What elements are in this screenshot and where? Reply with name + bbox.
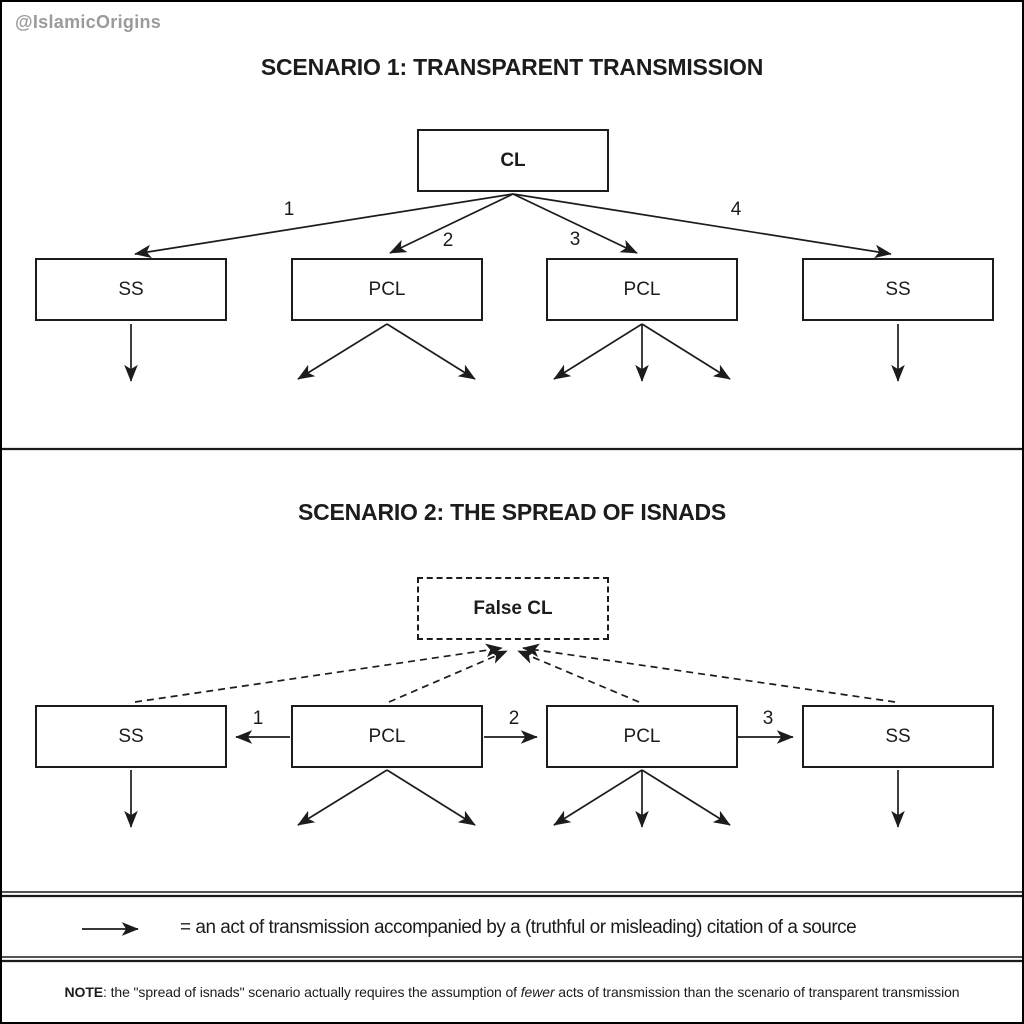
s2-pcl1-down-left-arrow (297, 769, 388, 826)
scenario1-ss2-label: SS (885, 278, 911, 300)
s1-pcl2-down-right-arrow (641, 323, 731, 380)
scenario2-pcl2-box: PCL (546, 705, 738, 768)
scenario1-ss2-box: SS (802, 258, 994, 321)
s1-pcl1-down-left-arrow (297, 323, 388, 380)
scenario2-ss2-label: SS (885, 725, 911, 747)
s2-dashed-arrow-ss1-to-falsecl (134, 643, 503, 703)
s1-pcl2-down-left-arrow (553, 323, 643, 380)
s1-arrow-4 (512, 193, 892, 259)
scenario1-ss1-box: SS (35, 258, 227, 321)
scenario2-pcl1-label: PCL (368, 725, 406, 747)
s2-pcl2-down-right-arrow (641, 769, 731, 826)
s2-pcl2-down-left-arrow (553, 769, 643, 826)
scenario1-cl-box: CL (417, 129, 609, 192)
watermark: @IslamicOrigins (15, 12, 162, 32)
s2-dashed-arrow-pcl1-to-falsecl (388, 650, 508, 703)
s1-arrow-1 (134, 193, 514, 259)
s1-arrow-label-3: 3 (569, 229, 581, 250)
s1-pcl1-down-right-arrow (386, 323, 476, 380)
scenario1-pcl1-box: PCL (291, 258, 483, 321)
scenario2-false-cl-box: False CL (417, 577, 609, 640)
s1-arrow-label-1: 1 (283, 199, 295, 220)
note-text: NOTE: the "spread of isnads" scenario ac… (12, 984, 1012, 1000)
s2-dashed-arrow-pcl2-to-falsecl (517, 650, 640, 703)
note-italic-word: fewer (520, 984, 555, 1000)
s1-arrow-label-4: 4 (730, 199, 742, 220)
scenario2-false-cl-label: False CL (473, 597, 553, 619)
scenario1-cl-label: CL (500, 149, 526, 171)
scenario1-title: SCENARIO 1: TRANSPARENT TRANSMISSION (260, 54, 764, 80)
s1-arrow-3 (512, 193, 638, 254)
scenario1-pcl1-label: PCL (368, 278, 406, 300)
legend-text: = an act of transmission accompanied by … (180, 917, 857, 938)
s2-arrow-label-2: 2 (508, 708, 520, 729)
scenario2-ss1-label: SS (118, 725, 144, 747)
s2-pcl1-down-right-arrow (386, 769, 476, 826)
scenario2-pcl1-box: PCL (291, 705, 483, 768)
s1-arrow-2 (389, 193, 514, 254)
s2-arrow-label-1: 1 (252, 708, 264, 729)
scenario2-ss2-box: SS (802, 705, 994, 768)
scenario2-title: SCENARIO 2: THE SPREAD OF ISNADS (297, 499, 727, 525)
scenario2-pcl2-label: PCL (623, 725, 661, 747)
scenario1-ss1-label: SS (118, 278, 144, 300)
note-before-italic: : the "spread of isnads" scenario actual… (103, 984, 521, 1000)
note-label: NOTE (64, 984, 104, 1000)
s1-arrow-label-2: 2 (442, 230, 454, 251)
scenario1-pcl2-box: PCL (546, 258, 738, 321)
note-after-italic: acts of transmission than the scenario o… (554, 984, 960, 1000)
s2-arrow-label-3: 3 (762, 708, 774, 729)
scenario1-pcl2-label: PCL (623, 278, 661, 300)
s2-dashed-arrow-ss2-to-falsecl (522, 643, 896, 703)
scenario2-ss1-box: SS (35, 705, 227, 768)
